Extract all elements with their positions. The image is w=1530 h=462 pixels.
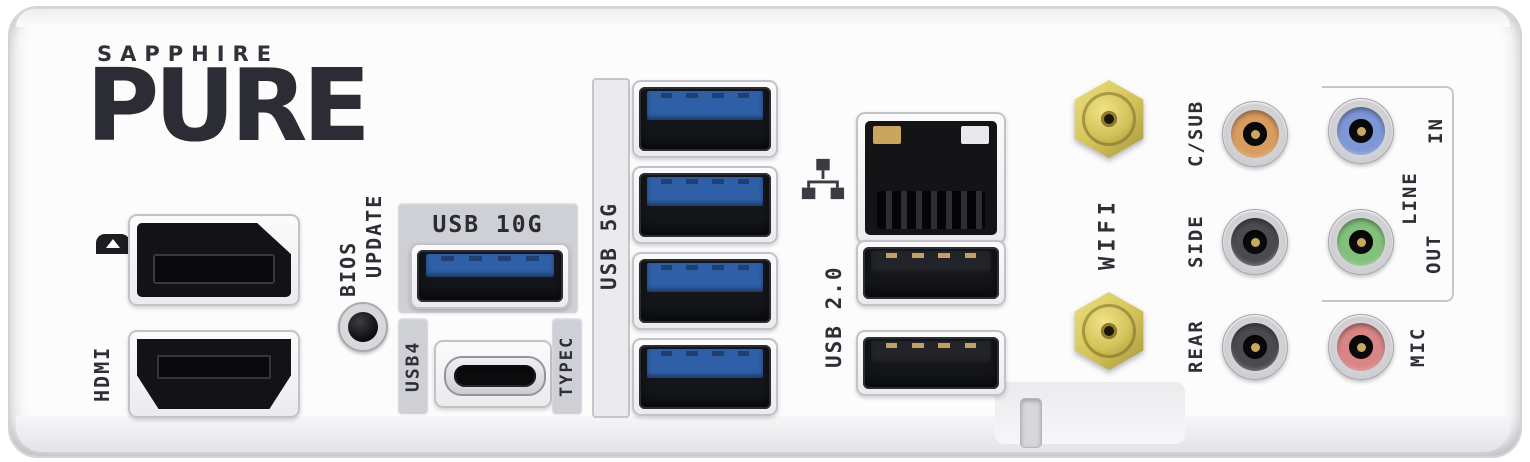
usb-tongue xyxy=(646,91,764,120)
jack-hole xyxy=(1349,335,1373,359)
usb-a-receptacle xyxy=(863,337,999,389)
usb-5g-port-4 xyxy=(632,338,778,416)
hdmi-port xyxy=(128,330,300,418)
jack-pin xyxy=(1356,126,1366,136)
jack-pin xyxy=(1250,129,1260,139)
rj45-led-left xyxy=(873,126,901,144)
usb4-typec-port xyxy=(434,340,552,408)
rj45-receptacle xyxy=(865,121,997,235)
rj45-pin-comb xyxy=(877,191,985,229)
displayport-logo-icon xyxy=(96,234,130,254)
usb-a-receptacle xyxy=(639,173,771,237)
usb-tongue xyxy=(871,340,991,364)
typec-label: TYPEC xyxy=(557,335,577,397)
hdmi-connector xyxy=(137,339,291,409)
line-group-bracket xyxy=(1322,86,1454,302)
jack-hole xyxy=(1243,230,1267,254)
bios-label-line2: UPDATE xyxy=(362,193,386,279)
usb4-label: USB4 xyxy=(402,340,424,392)
displayport-connector xyxy=(137,223,291,297)
brand-model-pure: PURE xyxy=(86,47,371,164)
brand-sapphire: SAPPHIRE xyxy=(97,42,280,66)
ethernet-network-icon xyxy=(801,158,845,200)
jack-pin xyxy=(1250,237,1260,247)
wifi-antenna-connector-top xyxy=(1070,80,1148,158)
bios-button-cap xyxy=(348,312,378,342)
usb-c-slot xyxy=(454,365,536,387)
line-out-label: OUT xyxy=(1423,233,1445,275)
usb-5g-port-2 xyxy=(632,166,778,244)
usb-tongue xyxy=(871,250,991,274)
typec-label-box xyxy=(552,318,582,414)
mic-label: MIC xyxy=(1407,326,1429,368)
usb-tongue xyxy=(646,349,764,378)
usb-20-port-1 xyxy=(856,240,1006,306)
usb-5g-port-3 xyxy=(632,252,778,330)
jack-ring xyxy=(1231,218,1279,266)
audio-jack-line-in xyxy=(1328,98,1394,164)
usb-a-receptacle xyxy=(639,345,771,409)
usb-a-receptacle xyxy=(417,250,563,302)
usb-5g-port-1 xyxy=(632,80,778,158)
audio-jack-rear xyxy=(1222,314,1288,380)
ethernet-rj45-port xyxy=(856,112,1006,244)
usb-tongue xyxy=(646,263,764,292)
usb-a-receptacle xyxy=(863,247,999,299)
wifi-label: WIFI xyxy=(1095,197,1121,271)
audio-jack-side xyxy=(1222,209,1288,275)
hdmi-label: HDMI xyxy=(90,345,114,403)
jack-hole xyxy=(1349,230,1373,254)
bios-flashback-button xyxy=(338,302,388,352)
displayport-port xyxy=(128,214,300,306)
shield-vent-slot xyxy=(1020,398,1042,448)
audio-jack-mic xyxy=(1328,314,1394,380)
audio-jack-csub xyxy=(1222,101,1288,167)
bios-label-line1: BIOS xyxy=(336,240,360,298)
shield-bottom-edge xyxy=(16,416,1510,452)
antenna-center-pin xyxy=(1101,111,1117,127)
antenna-center-pin xyxy=(1101,323,1117,339)
jack-pin xyxy=(1250,342,1260,352)
rj45-led-right xyxy=(961,126,989,144)
jack-ring xyxy=(1231,323,1279,371)
jack-ring xyxy=(1337,218,1385,266)
usb-a-receptacle xyxy=(639,87,771,151)
jack-pin xyxy=(1356,342,1366,352)
jack-ring xyxy=(1337,323,1385,371)
hdmi-slot xyxy=(157,355,271,379)
jack-pin xyxy=(1356,237,1366,247)
usb-5g-label: USB 5G xyxy=(597,202,621,290)
usb-10g-label: USB 10G xyxy=(432,212,544,238)
jack-hole xyxy=(1243,122,1267,146)
line-in-label: IN xyxy=(1425,117,1447,145)
rear-label: REAR xyxy=(1185,319,1207,373)
usb-20-label: USB 2.0 xyxy=(822,265,846,369)
usb-c-receptacle xyxy=(444,356,546,396)
csub-label: C/SUB xyxy=(1185,99,1207,167)
jack-hole xyxy=(1243,335,1267,359)
jack-ring xyxy=(1337,107,1385,155)
audio-jack-line-out xyxy=(1328,209,1394,275)
jack-hole xyxy=(1349,119,1373,143)
usb-tongue xyxy=(646,177,764,206)
wifi-antenna-connector-bottom xyxy=(1070,292,1148,370)
displayport-slot xyxy=(153,254,275,284)
usb-20-port-2 xyxy=(856,330,1006,396)
usb-5g-label-box xyxy=(592,78,630,418)
jack-ring xyxy=(1231,110,1279,158)
side-label: SIDE xyxy=(1185,214,1207,268)
usb-10g-port xyxy=(410,243,570,309)
usb-a-receptacle xyxy=(639,259,771,323)
shield-top-edge xyxy=(16,9,1510,27)
usb-tongue xyxy=(425,253,555,277)
usb4-label-box xyxy=(398,318,428,414)
